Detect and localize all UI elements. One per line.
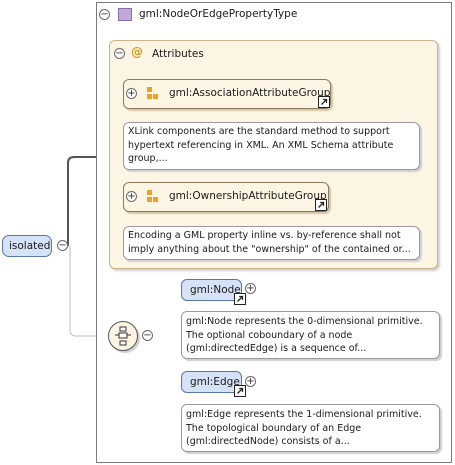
connector-to-type bbox=[67, 156, 96, 246]
reference-arrow-icon[interactable] bbox=[318, 96, 330, 108]
complex-type-icon bbox=[118, 8, 132, 21]
annotation-text: gml:Edge represents the 1-dimensional pr… bbox=[186, 409, 422, 447]
reference-arrow-icon[interactable] bbox=[234, 385, 246, 397]
complex-type-name: gml:NodeOrEdgePropertyType bbox=[139, 8, 298, 20]
attribute-group-name: gml:OwnershipAttributeGroup bbox=[169, 190, 327, 202]
attribute-group-icon bbox=[147, 87, 158, 99]
attribute-group-name: gml:AssociationAttributeGroup bbox=[169, 87, 331, 99]
annotation-text: Encoding a GML property inline vs. by-re… bbox=[128, 230, 411, 255]
complex-type-collapse-toggle[interactable]: − bbox=[99, 9, 110, 20]
annotation-text: gml:Node represents the 0-dimensional pr… bbox=[186, 316, 423, 354]
attributes-label: Attributes bbox=[152, 48, 204, 60]
annotation-box: XLink components are the standard method… bbox=[123, 122, 420, 170]
attributes-collapse-toggle[interactable]: − bbox=[114, 48, 125, 59]
element-box[interactable]: gml:Node bbox=[181, 279, 242, 301]
attribute-group-expand-toggle[interactable]: + bbox=[126, 88, 137, 99]
choice-icon bbox=[115, 326, 131, 346]
root-collapse-toggle[interactable]: − bbox=[57, 240, 68, 251]
root-element-box[interactable]: isolated bbox=[2, 235, 52, 257]
element-expand-toggle[interactable]: + bbox=[245, 376, 256, 387]
connector-to-choice bbox=[69, 246, 108, 337]
annotation-box: Encoding a GML property inline vs. by-re… bbox=[123, 226, 420, 260]
attribute-group-icon bbox=[147, 190, 158, 202]
root-element-name: isolated bbox=[9, 240, 51, 252]
reference-arrow-icon[interactable] bbox=[315, 199, 327, 211]
annotation-box: gml:Node represents the 0-dimensional pr… bbox=[181, 311, 440, 359]
element-expand-toggle[interactable]: + bbox=[245, 283, 256, 294]
element-box[interactable]: gml:Edge bbox=[181, 371, 242, 393]
element-name: gml:Edge bbox=[190, 376, 240, 388]
attribute-group-expand-toggle[interactable]: + bbox=[126, 191, 137, 202]
annotation-text: XLink components are the standard method… bbox=[128, 126, 394, 164]
attributes-icon: @ bbox=[131, 45, 143, 59]
element-name: gml:Node bbox=[190, 284, 241, 296]
annotation-box: gml:Edge represents the 1-dimensional pr… bbox=[181, 404, 440, 452]
choice-collapse-toggle[interactable]: − bbox=[142, 330, 153, 341]
reference-arrow-icon[interactable] bbox=[234, 293, 246, 305]
